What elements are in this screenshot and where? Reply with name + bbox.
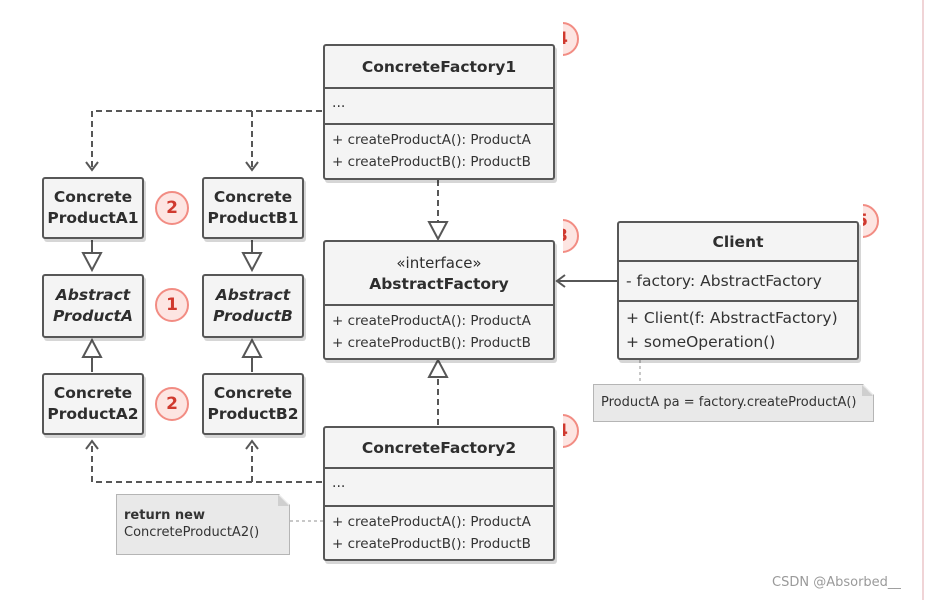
product-line2: ProductB [213, 307, 293, 325]
method: + Client(f: AbstractFactory) [626, 309, 838, 327]
concrete-factory1: ConcreteFactory1 ... + createProductA():… [323, 44, 555, 180]
product-line1: Concrete [53, 188, 133, 206]
class-name: ConcreteFactory1 [361, 57, 517, 76]
method: + createProductB(): ProductB [332, 154, 531, 170]
class-fields: ... [325, 467, 553, 505]
method: + createProductA(): ProductA [332, 514, 531, 530]
class-fields: - factory: AbstractFactory [619, 260, 857, 300]
product-line2: ProductA [53, 307, 133, 325]
badge-abstract-product-a: 1 [155, 288, 189, 322]
product-line1: Concrete [53, 384, 133, 402]
client-note: ProductA pa = factory.createProductA() [593, 384, 874, 422]
product-line2: ProductA1 [47, 209, 139, 227]
badge-concrete-product-a2: 2 [155, 387, 189, 421]
class-methods: + createProductA(): ProductA + createPro… [325, 304, 553, 358]
method: + createProductB(): ProductB [332, 536, 531, 552]
class-name: Client [712, 232, 764, 251]
class-methods: + Client(f: AbstractFactory) + someOpera… [619, 300, 857, 358]
product-line1: Abstract [215, 286, 291, 304]
method: + createProductB(): ProductB [332, 335, 531, 351]
abstract-factory: «interface» AbstractFactory + createProd… [323, 240, 555, 360]
client-class: Client - factory: AbstractFactory + Clie… [617, 221, 859, 360]
class-name: AbstractFactory [369, 274, 509, 293]
method: + someOperation() [626, 333, 776, 351]
class-header: ConcreteFactory2 [325, 428, 553, 467]
concrete-factory2: ConcreteFactory2 ... + createProductA():… [323, 426, 555, 561]
watermark: CSDN @Absorbed__ [772, 575, 901, 590]
note-text: ProductA pa = factory.createProductA() [601, 395, 857, 410]
note-text: ConcreteProductA2() [124, 525, 260, 540]
class-methods: + createProductA(): ProductA + createPro… [325, 123, 553, 178]
product-line1: Abstract [55, 286, 131, 304]
class-fields: ... [325, 87, 553, 123]
class-header: Client [619, 223, 857, 260]
class-header: «interface» AbstractFactory [325, 242, 553, 304]
note-fold [278, 495, 289, 506]
product-line1: Concrete [213, 188, 293, 206]
class-methods: + createProductA(): ProductA + createPro… [325, 505, 553, 559]
note-fold [862, 385, 873, 396]
factory1-creates-a1 [85, 110, 322, 172]
factory2-note: return new ConcreteProductA2() [116, 494, 290, 555]
product-line1: Concrete [213, 384, 293, 402]
product-line2: ProductA2 [47, 405, 139, 423]
class-name: ConcreteFactory2 [361, 438, 517, 457]
method: + createProductA(): ProductA [332, 313, 531, 329]
product-line2: ProductB2 [207, 405, 299, 423]
class-header: ConcreteFactory1 [325, 46, 553, 87]
badge-concrete-product-a1: 2 [155, 191, 189, 225]
method: + createProductA(): ProductA [332, 132, 531, 148]
product-line2: ProductB1 [207, 209, 299, 227]
note-bold-text: return new [124, 508, 205, 523]
interface-stereotype: «interface» [396, 253, 482, 272]
factory2-creates-a2 [85, 439, 322, 483]
